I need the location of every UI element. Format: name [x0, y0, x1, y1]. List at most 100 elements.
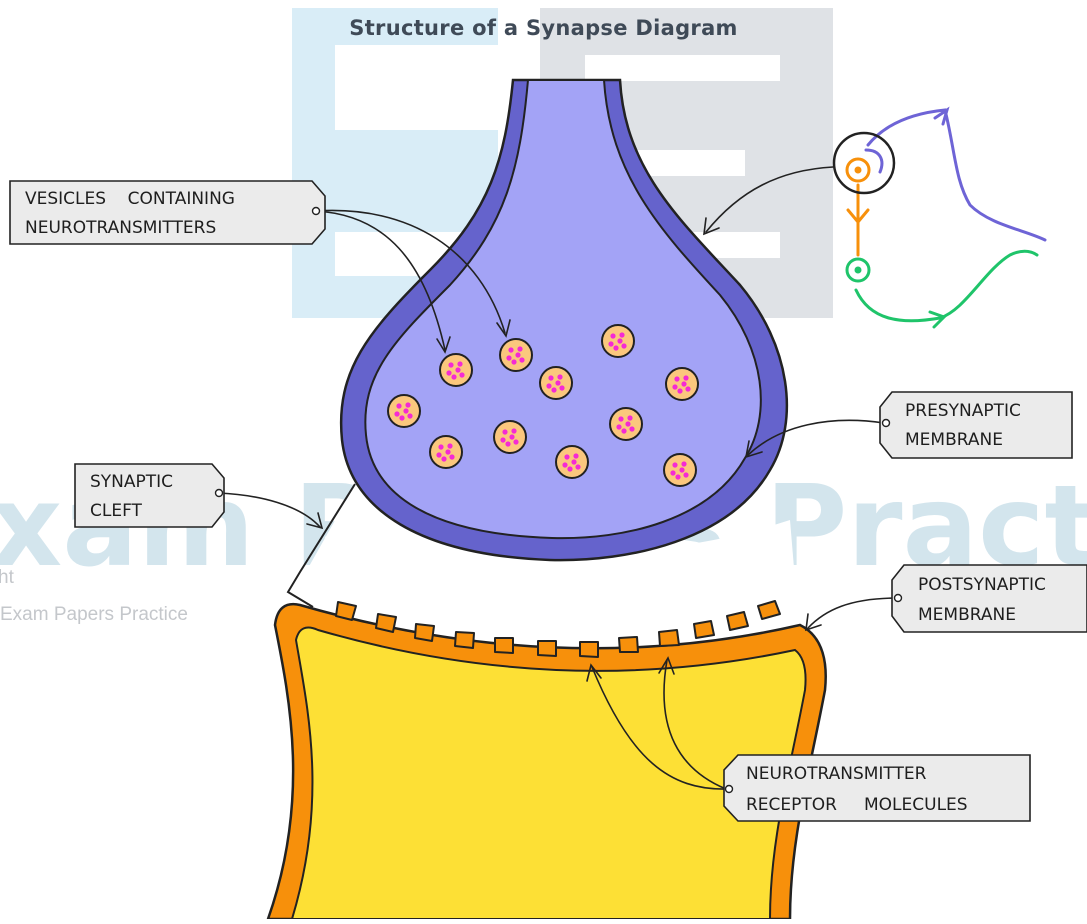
neurotransmitter-dot — [459, 372, 464, 377]
neurotransmitter-dot — [681, 461, 686, 466]
neurotransmitter-dot — [557, 374, 562, 379]
neurotransmitter-dot — [679, 467, 684, 472]
label-cleft-line1: SYNAPTIC — [90, 472, 173, 492]
label-receptors-line1: NEUROTRANSMITTER — [746, 764, 927, 784]
neurotransmitter-dot — [685, 386, 690, 391]
neurotransmitter-dot — [571, 459, 576, 464]
neurotransmitter-dot — [677, 388, 682, 393]
neurotransmitter-dot — [455, 367, 460, 372]
label-postsynaptic-line1: POSTSYNAPTIC — [918, 575, 1046, 595]
neurotransmitter-dot — [681, 381, 686, 386]
neurotransmitter-dot — [567, 466, 572, 471]
neurotransmitter-dot — [629, 426, 634, 431]
vesicle-icon — [556, 446, 588, 478]
leader-postsynaptic — [808, 598, 898, 628]
neurotransmitter-dot — [505, 441, 510, 446]
vesicle-icon — [494, 421, 526, 453]
neurotransmitter-dot — [500, 437, 505, 442]
neurotransmitter-dot — [448, 362, 453, 367]
label-vesicles-line2: NEUROTRANSMITTERS — [25, 218, 216, 238]
label-cleft-line2: CLEFT — [90, 501, 143, 521]
neurotransmitter-dot — [399, 415, 404, 420]
neurotransmitter-dot — [502, 429, 507, 434]
neurotransmitter-dot — [575, 464, 580, 469]
vesicle-icon — [430, 436, 462, 468]
neurotransmitter-dot — [627, 415, 632, 420]
neurotransmitter-dot — [621, 343, 626, 348]
neurotransmitter-dot — [451, 374, 456, 379]
relay-nucleus-icon — [855, 167, 862, 174]
neurotransmitter-dot — [555, 380, 560, 385]
neurotransmitter-dot — [617, 338, 622, 343]
neurotransmitter-dot — [396, 403, 401, 408]
label-postsynaptic-line2: MEMBRANE — [918, 605, 1016, 625]
vesicle-icon — [388, 395, 420, 427]
vesicle-icon — [666, 368, 698, 400]
neurotransmitter-dot — [564, 454, 569, 459]
vesicle-icon — [610, 408, 642, 440]
neurotransmitter-dot — [546, 383, 551, 388]
neurotransmitter-dot — [672, 384, 677, 389]
neurotransmitter-dot — [449, 454, 454, 459]
receptor — [538, 641, 556, 656]
pin-icon — [883, 420, 890, 427]
neurotransmitter-dot — [511, 359, 516, 364]
label-receptors-line2: RECEPTOR MOLECULES — [746, 795, 968, 815]
neurotransmitter-dot — [610, 333, 615, 338]
pin-icon — [216, 490, 223, 497]
label-postsynaptic: POSTSYNAPTIC MEMBRANE — [892, 565, 1087, 632]
neurotransmitter-dot — [517, 346, 522, 351]
neurotransmitter-dot — [405, 402, 410, 407]
neurotransmitter-dot — [608, 341, 613, 346]
watermark-copyright-fragment: ht — [0, 567, 15, 588]
receptor — [659, 630, 679, 646]
neurotransmitter-dot — [683, 375, 688, 380]
neurotransmitter-dot — [559, 385, 564, 390]
receptor — [619, 637, 638, 652]
label-presynaptic-line1: PRESYNAPTIC — [905, 401, 1021, 421]
neurotransmitter-dot — [675, 474, 680, 479]
neurotransmitter-dot — [511, 428, 516, 433]
neurotransmitter-dot — [436, 452, 441, 457]
neurotransmitter-dot — [446, 370, 451, 375]
vesicle-icon — [540, 367, 572, 399]
neurotransmitter-dot — [613, 345, 618, 350]
neurotransmitter-dot — [508, 347, 513, 352]
neurotransmitter-dot — [441, 456, 446, 461]
label-receptors: NEUROTRANSMITTER RECEPTOR MOLECULES — [724, 755, 1030, 821]
label-cleft: SYNAPTIC CLEFT — [75, 464, 224, 527]
neurotransmitter-dot — [616, 424, 621, 429]
neurotransmitter-dot — [438, 444, 443, 449]
neurotransmitter-dot — [548, 375, 553, 380]
vesicle-icon — [500, 339, 532, 371]
neurotransmitter-dot — [407, 413, 412, 418]
receptor — [694, 621, 714, 638]
vesicle-icon — [602, 325, 634, 357]
vesicle-icon — [440, 354, 472, 386]
neurotransmitter-dot — [618, 416, 623, 421]
neurotransmitter-dot — [509, 434, 514, 439]
receptor — [336, 602, 356, 620]
receptor — [455, 632, 474, 648]
neurotransmitter-dot — [457, 361, 462, 366]
sensory-neuron-line — [868, 110, 1045, 240]
neurotransmitter-dot — [519, 357, 524, 362]
neurotransmitter-dot — [573, 453, 578, 458]
pin-icon — [313, 208, 320, 215]
neurotransmitter-dot — [513, 439, 518, 444]
neurotransmitter-dot — [672, 462, 677, 467]
motor-neuron-line — [856, 251, 1037, 321]
watermark-copyright: Exam Papers Practice — [0, 604, 188, 625]
neurotransmitter-dot — [551, 387, 556, 392]
pin-icon — [895, 595, 902, 602]
neurotransmitter-dot — [445, 449, 450, 454]
receptor — [580, 642, 598, 657]
label-vesicles-line1: VESICLES CONTAINING — [25, 189, 235, 209]
neurotransmitter-dot — [447, 443, 452, 448]
motor-nucleus-icon — [855, 267, 862, 274]
neurotransmitter-dot — [621, 428, 626, 433]
reflex-arc-inset — [834, 110, 1045, 327]
neurotransmitter-dot — [394, 411, 399, 416]
